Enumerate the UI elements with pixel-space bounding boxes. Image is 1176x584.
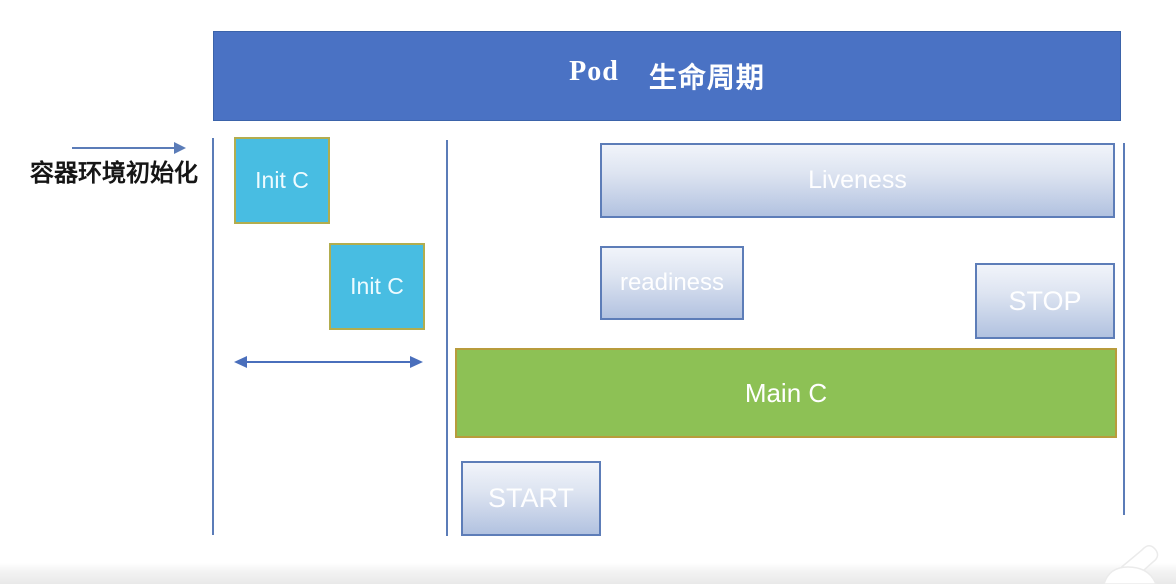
liveness-label: Liveness xyxy=(808,166,907,194)
guide-line-left xyxy=(212,138,214,535)
init-phase-arrow-head-icon xyxy=(174,142,186,154)
init-span-arrow-line xyxy=(245,361,413,363)
start-label: START xyxy=(487,483,574,513)
init-container-1-label: Init C xyxy=(255,167,309,193)
start-hook-box: START xyxy=(461,461,601,536)
stop-hook-box: STOP xyxy=(975,263,1115,339)
main-container-label: Main C xyxy=(744,377,828,408)
readiness-probe-box: readiness xyxy=(600,246,744,320)
init-phase-arrow-line xyxy=(72,147,176,149)
guide-line-middle xyxy=(446,140,448,536)
bottom-strip xyxy=(0,563,1176,584)
mouse-cursor-icon xyxy=(1103,545,1159,584)
init-span-arrow-left-head-icon xyxy=(234,356,247,368)
init-span-arrow-right-head-icon xyxy=(410,356,423,368)
init-container-2-label: Init C xyxy=(350,273,404,299)
stop-label: STOP xyxy=(1008,285,1082,316)
init-container-box-1: Init C xyxy=(234,137,330,224)
liveness-probe-box: Liveness xyxy=(600,143,1115,218)
guide-line-right xyxy=(1123,143,1125,515)
main-container-bar: Main C xyxy=(455,348,1117,438)
page-title: Pod 生命周期 xyxy=(569,56,765,96)
init-phase-label: 容器环境初始化 xyxy=(30,160,198,187)
readiness-label: readiness xyxy=(619,269,725,296)
title-en: Pod xyxy=(569,56,619,87)
title-cjk: 生命周期 xyxy=(648,63,765,94)
header-bar: Pod 生命周期 xyxy=(213,31,1121,121)
init-container-box-2: Init C xyxy=(329,243,425,330)
